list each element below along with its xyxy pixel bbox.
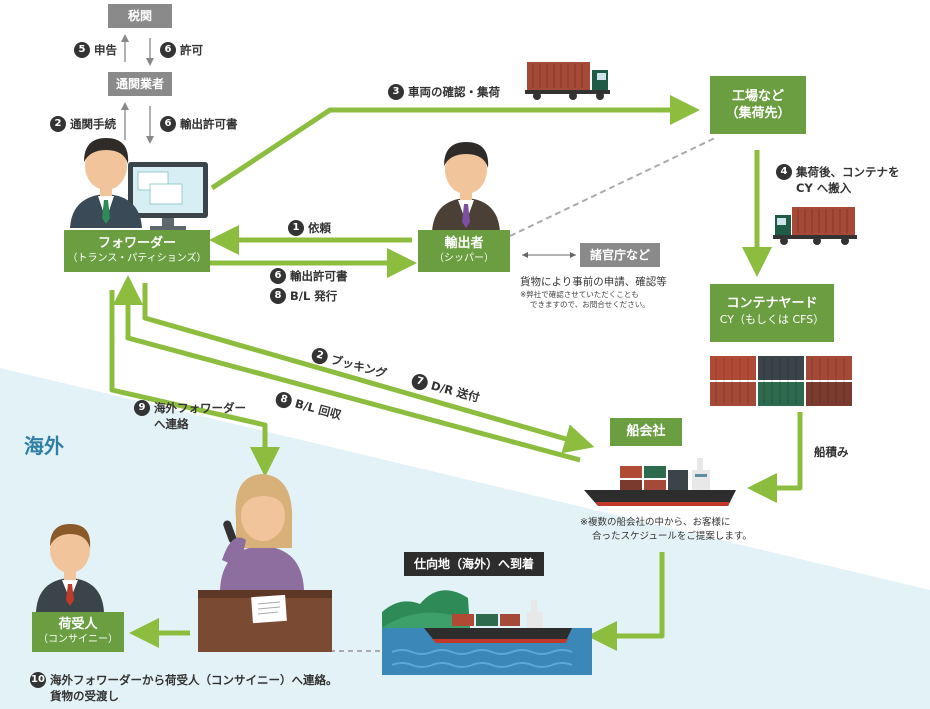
consignee-title: 荷受人	[58, 617, 98, 632]
factory-box: 工場など （集荷先）	[710, 76, 806, 134]
carrier-note-2: 合ったスケジュールをご提案します。	[592, 531, 752, 542]
step-number: 9	[134, 400, 150, 416]
container-stack	[710, 356, 852, 406]
factory-title: 工場など	[731, 89, 784, 104]
arrow-arrival	[587, 552, 665, 651]
arrival-banner: 仕向地（海外）へ到着	[404, 552, 544, 576]
dashed-exporter-factory	[509, 137, 716, 237]
carrier-ship	[584, 458, 736, 506]
step-text-2: 貨物の受渡し	[50, 689, 119, 703]
step-6-export-permit: 6 輸出許可書	[160, 116, 238, 132]
carrier-box: 船会社	[610, 418, 682, 446]
step-2-customs-proc: 2 通関手続	[50, 116, 116, 132]
computer-monitor	[128, 162, 208, 230]
step-number: 8	[270, 288, 286, 304]
step-text-2: へ連絡	[154, 417, 189, 431]
step-text: 車両の確認・集荷	[408, 85, 500, 99]
step-10-final: 10 海外フォワーダーから荷受人（コンサイニー）へ連絡。 貨物の受渡し	[30, 672, 338, 704]
arrow-booking	[142, 283, 595, 454]
exporter-sub: （シッパー）	[434, 253, 494, 264]
container-yard-sub: CY（もしくは CFS）	[719, 313, 825, 326]
exporter-person	[432, 142, 500, 232]
step-number: 6	[160, 116, 176, 132]
overseas-label: 海外	[24, 434, 64, 458]
step-number: 10	[30, 672, 46, 688]
agencies-small-2: できますので、お問合せください。	[530, 300, 650, 309]
broker-box: 通関業者	[108, 72, 172, 96]
step-text-2: CY へ搬入	[796, 181, 852, 195]
step-number: 2	[50, 116, 66, 132]
forwarder-box: フォワーダー （トランス・パティションズ）	[64, 230, 210, 272]
forwarder-person	[70, 138, 142, 228]
step-loading: 船積み	[814, 444, 849, 460]
arrow-bl-collect	[113, 275, 581, 463]
consignee-sub: （コンサイニー）	[38, 634, 118, 645]
step-number: 3	[388, 84, 404, 100]
step-1-request: 1 依頼	[288, 220, 331, 236]
step-6-export-permit-b: 6 輸出許可書	[270, 268, 348, 284]
forwarder-sub: （トランス・パティションズ）	[67, 253, 207, 264]
arrow-contact	[109, 290, 280, 477]
exporter-title: 輸出者	[444, 236, 484, 251]
agencies-note: 貨物により事前の申請、確認等	[520, 276, 667, 288]
desk	[198, 590, 332, 652]
carrier-note-1: ※複数の船会社の中から、お客様に	[580, 517, 731, 528]
step-3-vehicle: 3 車両の確認・集荷	[388, 84, 500, 100]
container-yard-box: コンテナヤード CY（もしくは CFS）	[710, 284, 834, 342]
step-text: 輸出許可書	[180, 117, 238, 131]
step-text: 申告	[94, 43, 117, 57]
customs-box: 税関	[108, 4, 172, 28]
step-text: 海外フォワーダー	[154, 401, 246, 415]
step-number: 1	[288, 220, 304, 236]
step-text: 依頼	[308, 221, 331, 235]
truck-2	[773, 207, 857, 245]
step-8-bl-issue: 8 B/L 発行	[270, 288, 337, 304]
consignee-box: 荷受人 （コンサイニー）	[32, 612, 124, 652]
agencies-box: 諸官庁など	[580, 243, 660, 267]
step-text: 船積み	[814, 445, 849, 459]
agencies-small-1: ※弊社で確認させていただくことも	[520, 290, 639, 299]
step-text: 集荷後、コンテナを	[796, 165, 900, 179]
step-5-declare: 5 申告	[74, 42, 117, 58]
step-9-contact: 9 海外フォワーダー へ連絡	[134, 400, 246, 432]
overseas-forwarder-person	[220, 474, 304, 590]
exporter-box: 輸出者 （シッパー）	[418, 230, 510, 272]
consignee-person	[36, 524, 104, 612]
step-text: 輸出許可書	[290, 269, 348, 283]
step-text: B/L 発行	[290, 289, 338, 303]
factory-sub: （集荷先）	[725, 106, 791, 121]
port-scene	[382, 590, 592, 675]
step-text: 通関手続	[70, 117, 116, 131]
carrier-title: 船会社	[626, 424, 666, 439]
step-number: 4	[776, 164, 792, 180]
forwarder-title: フォワーダー	[97, 236, 176, 251]
step-number: 5	[74, 42, 90, 58]
container-yard-title: コンテナヤード	[726, 296, 818, 311]
step-6-permit: 6 許可	[160, 42, 203, 58]
step-number: 6	[270, 268, 286, 284]
step-text: 海外フォワーダーから荷受人（コンサイニー）へ連絡。	[50, 673, 338, 687]
step-4-pickup: 4 集荷後、コンテナを CY へ搬入	[776, 164, 900, 196]
step-text: 許可	[180, 43, 203, 57]
arrow-loading	[747, 412, 803, 503]
arrow-vehicle	[210, 95, 700, 191]
step-number: 6	[160, 42, 176, 58]
truck-1	[525, 62, 610, 100]
